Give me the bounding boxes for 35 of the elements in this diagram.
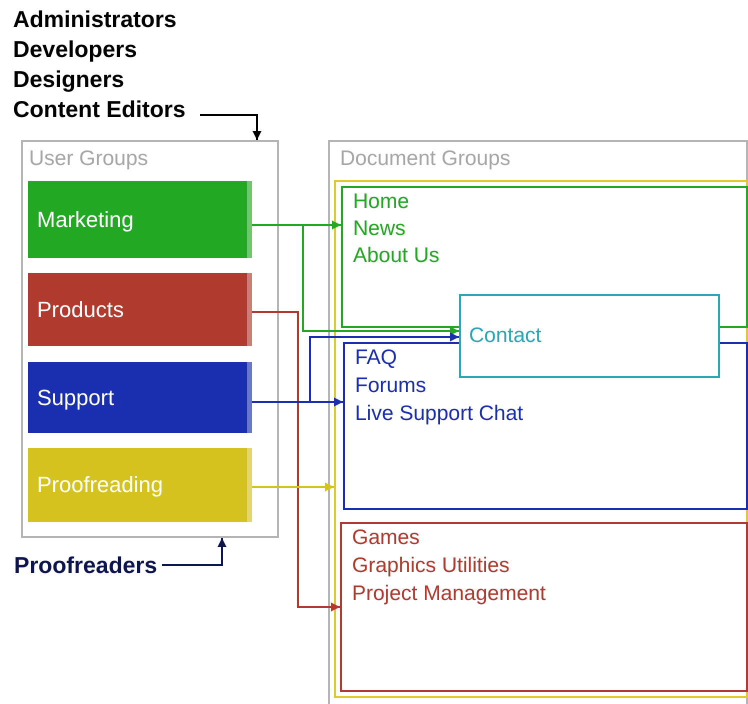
role-label: Designers	[13, 65, 124, 94]
role-label: Content Editors	[13, 95, 186, 124]
document-group-box	[340, 522, 748, 692]
item-label: Contact	[469, 323, 542, 349]
item-label: Home	[353, 189, 410, 215]
group-panel	[21, 140, 279, 538]
role-label: Developers	[13, 35, 138, 64]
group-label: Marketing	[37, 206, 134, 234]
arrow	[252, 224, 459, 336]
role-label: Proofreaders	[14, 551, 158, 580]
item-label: Live Support Chat	[355, 401, 524, 427]
role-label: Administrators	[13, 5, 177, 34]
group-tile	[28, 448, 252, 522]
document-box	[459, 294, 720, 378]
group-label: Proofreading	[37, 471, 163, 499]
item-label: Project Management	[352, 581, 546, 607]
group-label: Support	[37, 384, 114, 412]
group-tile	[28, 181, 252, 258]
item-label: About Us	[353, 243, 440, 269]
document-group-box	[343, 342, 748, 510]
group-label: Products	[37, 296, 124, 324]
item-label: Forums	[355, 373, 426, 399]
arrow	[252, 482, 334, 492]
item-label: News	[353, 216, 406, 242]
group-tile	[28, 273, 252, 346]
item-label: FAQ	[355, 345, 398, 371]
arrow	[252, 311, 340, 612]
arrow	[162, 538, 226, 566]
group-tile	[28, 362, 252, 433]
panel-title: Document Groups	[340, 146, 510, 172]
item-label: Graphics Utilities	[352, 553, 510, 579]
panel-title: User Groups	[29, 146, 148, 172]
arrow	[200, 114, 262, 140]
item-label: Games	[352, 525, 420, 551]
arrow	[252, 332, 459, 403]
